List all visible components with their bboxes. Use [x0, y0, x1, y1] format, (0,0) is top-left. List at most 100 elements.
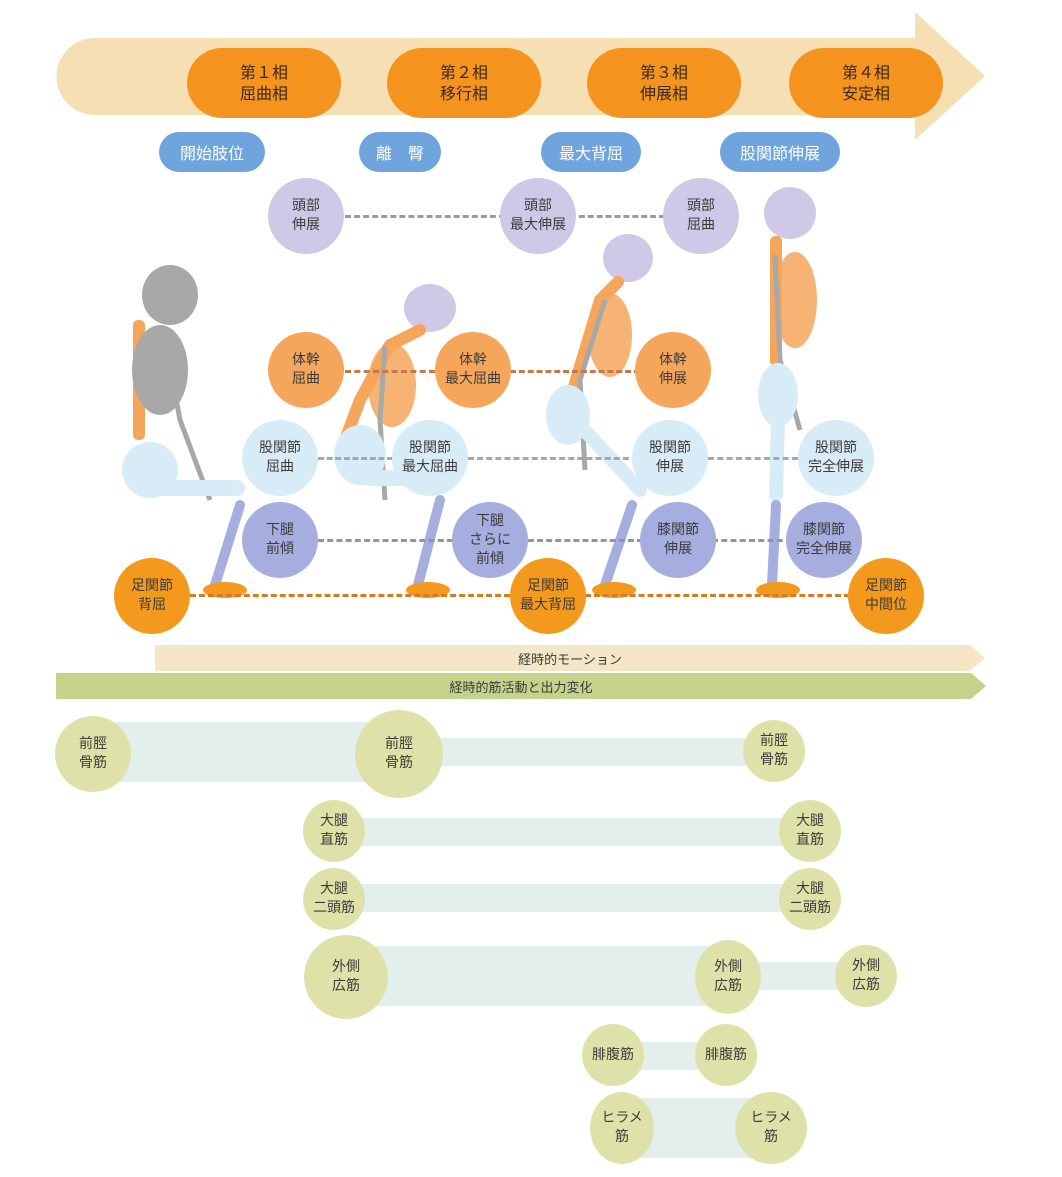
label: 伸展 [664, 541, 692, 557]
shank-connector-3 [712, 539, 792, 542]
biceps-band [340, 884, 810, 912]
label: さらに [469, 531, 511, 548]
tibialis-band-1 [95, 722, 405, 782]
label: 筋 [764, 1129, 778, 1145]
phase-1-number: 第１相 [239, 63, 288, 82]
phase-4-number: 第４相 [841, 63, 890, 82]
label: 股関節 [409, 440, 451, 456]
head-connector-1 [345, 215, 505, 218]
label: ヒラメ [750, 1110, 792, 1126]
label: 頭部 [687, 198, 715, 214]
label: 二頭筋 [789, 900, 831, 916]
label: 股関節 [815, 440, 857, 456]
label: 下腿 [266, 522, 294, 538]
skeleton-figure-4 [756, 187, 817, 598]
label: 最大屈曲 [445, 371, 501, 387]
label: 外側 [852, 958, 880, 974]
vastus-lateralis-circle-1: 外側広筋 [304, 935, 388, 1019]
label: 足関節 [865, 578, 907, 594]
motion-timeline-bar: 経時的モーション [155, 645, 985, 671]
label: 前脛 [385, 736, 413, 752]
hip-extension-circle: 股関節伸展 [632, 420, 708, 496]
label: 腓腹筋 [592, 1046, 634, 1063]
label: 下腿 [476, 512, 504, 529]
label: 大腿 [320, 813, 348, 829]
event-buttock-off: 離 臀 [359, 132, 441, 172]
hip-flexion-circle: 股関節屈曲 [242, 420, 318, 496]
label: 広筋 [714, 978, 742, 994]
vastus-lateralis-circle-2: 外側広筋 [695, 940, 761, 1014]
label: 骨筋 [385, 755, 413, 771]
ankle-connector-1 [190, 594, 510, 597]
tibialis-anterior-circle-3: 前脛骨筋 [743, 720, 805, 782]
skeleton-figure-1 [122, 265, 247, 598]
label: 骨筋 [79, 755, 107, 771]
label: 大腿 [796, 813, 824, 829]
shank-connector-2 [528, 539, 643, 542]
soleus-circle-2: ヒラメ筋 [735, 1092, 807, 1164]
label: 完全伸展 [796, 541, 852, 557]
label: 屈曲 [292, 371, 320, 387]
phase-1-pill: 第１相 屈曲相 [187, 48, 341, 118]
label: 広筋 [852, 977, 880, 993]
label: 膝関節 [803, 522, 845, 538]
phase-3-number: 第３相 [639, 63, 688, 82]
label: 伸展 [656, 459, 684, 475]
ankle-neutral-circle: 足関節中間位 [848, 558, 924, 634]
label: 腓腹筋 [705, 1046, 747, 1063]
label: 外側 [714, 959, 742, 975]
label: 股関節 [649, 440, 691, 456]
label: 前脛 [760, 733, 788, 749]
label: 屈曲 [687, 217, 715, 233]
tibialis-anterior-circle-1: 前脛骨筋 [55, 716, 131, 792]
label: 体幹 [459, 352, 487, 368]
gastrocnemius-circle-2: 腓腹筋 [695, 1024, 757, 1086]
label: 大腿 [320, 881, 348, 897]
label: 股関節 [259, 440, 301, 456]
event-max-dorsiflexion: 最大背屈 [541, 132, 641, 172]
rectus-femoris-circle-2: 大腿直筋 [779, 800, 841, 862]
phase-2-number: 第２相 [439, 63, 488, 82]
label: 直筋 [320, 832, 348, 848]
trunk-connector-2 [510, 370, 640, 373]
head-connector-2 [570, 215, 665, 218]
label: 足関節 [527, 578, 569, 594]
soleus-circle-1: ヒラメ筋 [590, 1092, 654, 1164]
hip-full-extension-circle: 股関節完全伸展 [798, 420, 874, 496]
trunk-connector-1 [345, 370, 435, 373]
label: 体幹 [659, 352, 687, 368]
ankle-dorsiflexion-circle: 足関節背屈 [114, 558, 190, 634]
label: 中間位 [865, 597, 907, 613]
vastus-lateralis-circle-3: 外側広筋 [835, 945, 897, 1007]
label: 前脛 [79, 736, 107, 752]
knee-full-extension-circle: 膝関節完全伸展 [786, 502, 862, 578]
ankle-max-dorsiflexion-circle: 足関節最大背屈 [510, 558, 586, 634]
phase-2-pill: 第２相 移行相 [387, 48, 541, 118]
label: 外側 [332, 959, 360, 975]
biceps-femoris-circle-1: 大腿二頭筋 [303, 868, 365, 930]
label: 体幹 [292, 352, 320, 368]
label: 屈曲 [266, 459, 294, 475]
label: 頭部 [524, 198, 552, 214]
label: 最大伸展 [510, 217, 566, 233]
gastrocnemius-circle-1: 腓腹筋 [582, 1024, 644, 1086]
label: 背屈 [138, 597, 166, 613]
shank-forward-tilt-circle: 下腿前傾 [242, 502, 318, 578]
phase-3-name: 伸展相 [639, 84, 688, 103]
trunk-max-flexion-circle: 体幹最大屈曲 [435, 332, 511, 408]
shank-connector-1 [318, 539, 453, 542]
label: 骨筋 [760, 752, 788, 768]
event-start-position: 開始肢位 [159, 132, 265, 172]
label: 直筋 [796, 832, 824, 848]
rectus-band [340, 818, 810, 846]
hip-max-flexion-circle: 股関節最大屈曲 [392, 420, 468, 496]
muscle-timeline-bar: 経時的筋活動と出力変化 [56, 673, 986, 699]
phase-4-pill: 第４相 安定相 [789, 48, 943, 118]
event-hip-extension: 股関節伸展 [720, 132, 840, 172]
tibialis-band-2 [420, 738, 780, 766]
label: 広筋 [332, 978, 360, 994]
label: 筋 [615, 1129, 629, 1145]
skeleton-figure-2 [334, 284, 456, 598]
label: 膝関節 [657, 522, 699, 538]
label: 最大背屈 [520, 597, 576, 613]
